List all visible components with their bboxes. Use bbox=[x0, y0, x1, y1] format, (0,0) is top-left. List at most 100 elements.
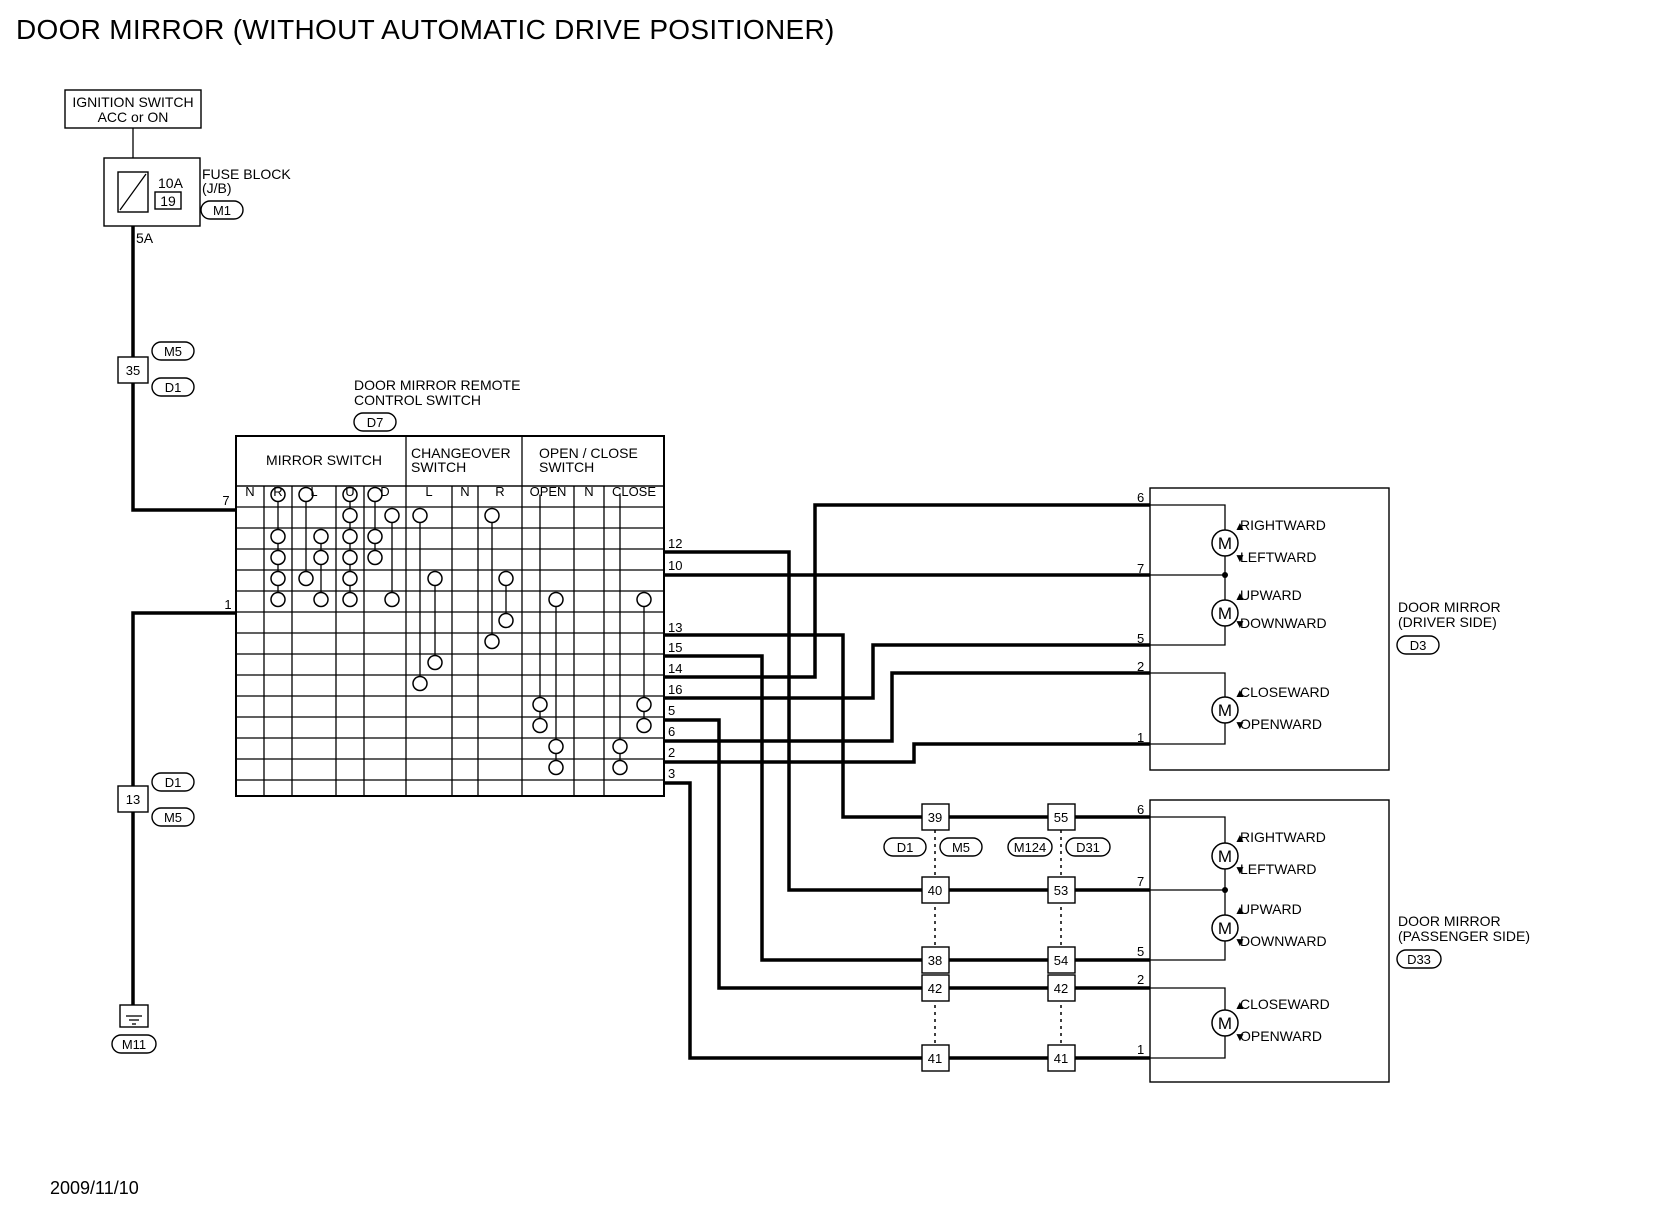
switch-contact bbox=[270, 486, 286, 503]
connector-m5-b-label: M5 bbox=[164, 810, 182, 825]
svg-text:▼: ▼ bbox=[1234, 1030, 1246, 1044]
switch-contact bbox=[612, 738, 628, 755]
connector-m1 bbox=[200, 200, 244, 220]
col-header-open: OPEN bbox=[530, 484, 567, 499]
passenger-motor-rl-symbol: M bbox=[1218, 847, 1232, 866]
col-header-close: CLOSE bbox=[612, 484, 656, 499]
switch-contact bbox=[313, 591, 329, 608]
passenger-mirror-label-1: DOOR MIRROR bbox=[1398, 913, 1501, 929]
passenger-leftward-label: LEFTWARD bbox=[1240, 861, 1316, 877]
joint-40 bbox=[921, 876, 950, 904]
switch-contact bbox=[342, 591, 358, 608]
svg-text:▼: ▼ bbox=[1234, 863, 1246, 877]
switch-contact bbox=[427, 654, 443, 671]
col-header-d: D bbox=[380, 484, 389, 499]
passenger-pin-7: 7 bbox=[1137, 874, 1144, 889]
switch-contact bbox=[270, 549, 286, 566]
col-header-n: N bbox=[245, 484, 254, 499]
switch-contact bbox=[484, 633, 500, 650]
connector-m124 bbox=[1007, 837, 1053, 857]
group-changeover-2: SWITCH bbox=[411, 459, 466, 475]
joint-53 bbox=[1047, 876, 1076, 904]
ignition-switch-box bbox=[64, 89, 202, 129]
connector-d33-label: D33 bbox=[1407, 952, 1431, 967]
switch-pin-3: 3 bbox=[668, 766, 675, 781]
driver-mirror-box bbox=[1149, 487, 1390, 771]
col-header-r2: R bbox=[495, 484, 504, 499]
connector-d7 bbox=[353, 412, 397, 432]
svg-text:▼: ▼ bbox=[1234, 935, 1246, 949]
driver-motor-oc: M bbox=[1211, 696, 1239, 724]
switch-contact bbox=[532, 696, 548, 713]
connector-m5-a-label: M5 bbox=[164, 344, 182, 359]
connector-d1-a-label: D1 bbox=[165, 380, 182, 395]
driver-motor-ud: M bbox=[1211, 599, 1239, 627]
connector-m5-b bbox=[151, 807, 195, 827]
switch-contact bbox=[342, 570, 358, 587]
switch-contact bbox=[313, 549, 329, 566]
svg-text:▲: ▲ bbox=[1234, 589, 1246, 603]
switch-contact bbox=[367, 486, 383, 503]
switch-contact bbox=[412, 507, 428, 524]
connector-m124-label: M124 bbox=[1014, 840, 1047, 855]
connector-d1-c-label: D1 bbox=[897, 840, 914, 855]
remote-switch-label-2: CONTROL SWITCH bbox=[354, 392, 481, 408]
svg-text:▼: ▼ bbox=[1234, 551, 1246, 565]
joint-39-label: 39 bbox=[928, 810, 942, 825]
passenger-downward-label: DOWNWARD bbox=[1240, 933, 1327, 949]
driver-rightward-label: RIGHTWARD bbox=[1240, 517, 1326, 533]
switch-pin-12: 12 bbox=[668, 536, 682, 551]
driver-pin-5: 5 bbox=[1137, 631, 1144, 646]
joint-35 bbox=[117, 356, 149, 384]
fuse-terminal: 5A bbox=[136, 230, 154, 246]
driver-pin-6: 6 bbox=[1137, 490, 1144, 505]
joint-38 bbox=[921, 946, 950, 974]
joint-40-label: 40 bbox=[928, 883, 942, 898]
passenger-mirror-box bbox=[1149, 799, 1390, 1083]
col-header-n3: N bbox=[584, 484, 593, 499]
connector-d31-label: D31 bbox=[1076, 840, 1100, 855]
switch-contact bbox=[532, 717, 548, 734]
switch-contact bbox=[636, 591, 652, 608]
fuse-number-box bbox=[154, 191, 182, 210]
switch-contact bbox=[298, 570, 314, 587]
connector-d3-label: D3 bbox=[1410, 638, 1427, 653]
connector-d1-a bbox=[151, 377, 195, 397]
fuse-number: 19 bbox=[160, 193, 176, 209]
driver-mirror-label-1: DOOR MIRROR bbox=[1398, 599, 1501, 615]
group-openclose-2: SWITCH bbox=[539, 459, 594, 475]
driver-motor-oc-symbol: M bbox=[1218, 701, 1232, 720]
switch-contact bbox=[548, 591, 564, 608]
switch-contact bbox=[270, 591, 286, 608]
svg-text:▲: ▲ bbox=[1234, 903, 1246, 917]
switch-contact bbox=[342, 549, 358, 566]
switch-pin-7: 7 bbox=[222, 493, 229, 508]
switch-pin-10: 10 bbox=[668, 558, 682, 573]
revision-date: 2009/11/10 bbox=[50, 1178, 139, 1198]
remote-switch-grid bbox=[236, 436, 664, 796]
switch-pin-1: 1 bbox=[224, 597, 231, 612]
driver-direction-arrows: ▲▼ ▲▼ ▲▼ bbox=[1234, 519, 1246, 732]
switch-contact bbox=[342, 486, 358, 503]
joint-42-b bbox=[1047, 974, 1076, 1002]
joint-55 bbox=[1047, 803, 1076, 831]
passenger-motor-oc-symbol: M bbox=[1218, 1014, 1232, 1033]
col-header-l: L bbox=[310, 484, 317, 499]
joint-35-label: 35 bbox=[126, 363, 140, 378]
joint-42-a bbox=[921, 974, 950, 1002]
ignition-label-1: IGNITION SWITCH bbox=[72, 94, 193, 110]
connector-d33 bbox=[1396, 949, 1442, 969]
driver-pin-2: 2 bbox=[1137, 659, 1144, 674]
driver-mirror-label-2: (DRIVER SIDE) bbox=[1398, 614, 1497, 630]
driver-openward-label: OPENWARD bbox=[1240, 716, 1322, 732]
output-wires bbox=[664, 503, 1150, 1060]
col-header-u: U bbox=[345, 484, 354, 499]
passenger-motor-oc: M bbox=[1211, 1009, 1239, 1037]
remote-switch-label-1: DOOR MIRROR REMOTE bbox=[354, 377, 520, 393]
svg-text:▲: ▲ bbox=[1234, 831, 1246, 845]
joint-55-label: 55 bbox=[1054, 810, 1068, 825]
joint-42-a-label: 42 bbox=[928, 981, 942, 996]
joint-54 bbox=[1047, 946, 1076, 974]
passenger-motor-ud: M bbox=[1211, 914, 1239, 942]
